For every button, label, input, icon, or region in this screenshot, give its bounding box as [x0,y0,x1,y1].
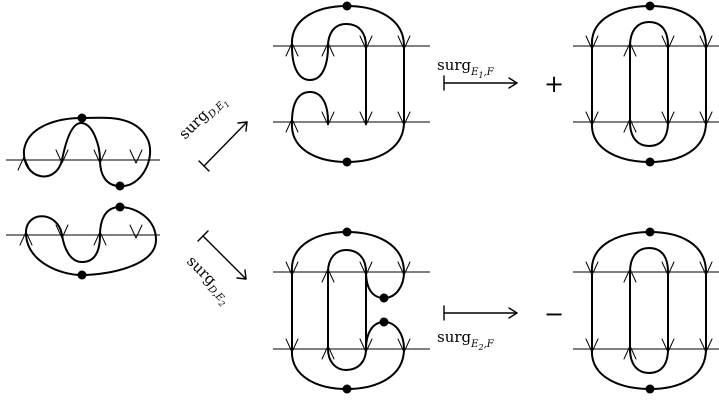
top-middle-top-dot [342,1,352,11]
map-arrow-upper-left: surgD,E1 [175,90,248,172]
top-right-outer-curve [590,5,707,163]
left-lower-curve [24,206,157,276]
surg-label-1-subsub: 1 [222,99,232,109]
top-right-inner-curve [629,21,669,147]
surg-label-1: surg [175,106,212,143]
left-diagram [6,113,160,280]
left-lower-top-dot [115,202,125,212]
top-middle-outer-curve [290,5,405,163]
top-right-bottom-dot [645,157,655,167]
svg-text:surgD,E1: surgD,E1 [175,90,232,147]
bottom-middle-outer-curve [290,231,405,390]
surg-label-4-subsub: 2 [477,343,483,352]
left-lower-tick-1 [19,231,33,246]
minus-sign: − [544,300,564,328]
left-lower-bottom-dot [77,270,87,280]
surg-label-2: surg [183,252,220,289]
bottom-right-diagram [573,227,719,394]
left-lower-tick-2 [55,224,69,239]
bottom-middle-top-dot [342,227,352,237]
surg-label-3: surg [437,56,472,74]
bottom-middle-inner-curve [327,249,367,350]
top-middle-bottom-dot [342,157,352,167]
surg-label-3-subsub: 1 [478,71,483,80]
left-upper-tick-1 [17,156,31,171]
left-upper-tick-4 [129,149,143,164]
left-upper-top-dot [77,113,87,123]
left-upper-tick-3 [93,149,107,164]
bottom-middle-bottom-dot [342,384,352,394]
bottom-right-outer-curve [590,231,707,390]
left-lower-tick-4 [129,224,143,239]
map-arrow-lower-right: surgE2,F [437,305,518,352]
bottom-right-top-dot [645,227,655,237]
svg-text:surgE1,F: surgE1,F [437,56,495,80]
surg-label-4-sub: E [470,339,479,350]
left-lower-tick-3 [93,231,107,246]
left-upper-tick-2 [55,149,69,164]
map-arrow-lower-left: surgD,E2 [183,230,247,309]
left-upper-right-dot [115,181,125,191]
svg-text:surgE2,F: surgE2,F [437,328,495,352]
bottom-right-inner-curve [629,247,669,374]
bottom-right-bottom-dot [645,384,655,394]
surg-label-3-tail: ,F [484,67,495,78]
map-arrow-upper-right: surgE1,F [437,56,518,91]
surg-label-4-tail: ,F [484,339,495,350]
surg-label-4: surg [437,328,472,346]
surg-label-2-subsub: 2 [216,298,227,309]
bottom-middle-upper-cup-dot [379,293,389,303]
top-right-diagram [573,1,719,167]
top-middle-diagram [273,1,430,167]
surg-label-3-sub: E [470,67,479,78]
top-right-top-dot [645,1,655,11]
bottom-middle-lower-cup-dot [379,317,389,327]
plus-sign: + [544,70,564,98]
bottom-middle-diagram [273,227,430,394]
